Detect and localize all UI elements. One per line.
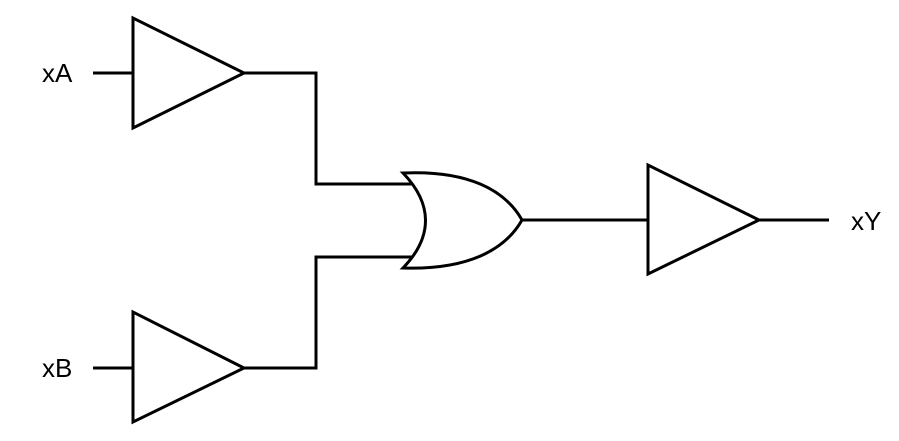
output-label-xy: xY bbox=[851, 206, 881, 236]
wire-buffer-a-to-or bbox=[244, 71, 414, 186]
input-label-xb: xB bbox=[42, 353, 72, 383]
buffer-gate-b bbox=[131, 309, 248, 425]
buffer-gate-y bbox=[646, 162, 763, 277]
buffer-gate-a bbox=[131, 15, 248, 131]
wire-buffer-b-to-or bbox=[244, 255, 414, 370]
input-label-xa: xA bbox=[42, 58, 73, 88]
or-gate bbox=[399, 171, 524, 270]
